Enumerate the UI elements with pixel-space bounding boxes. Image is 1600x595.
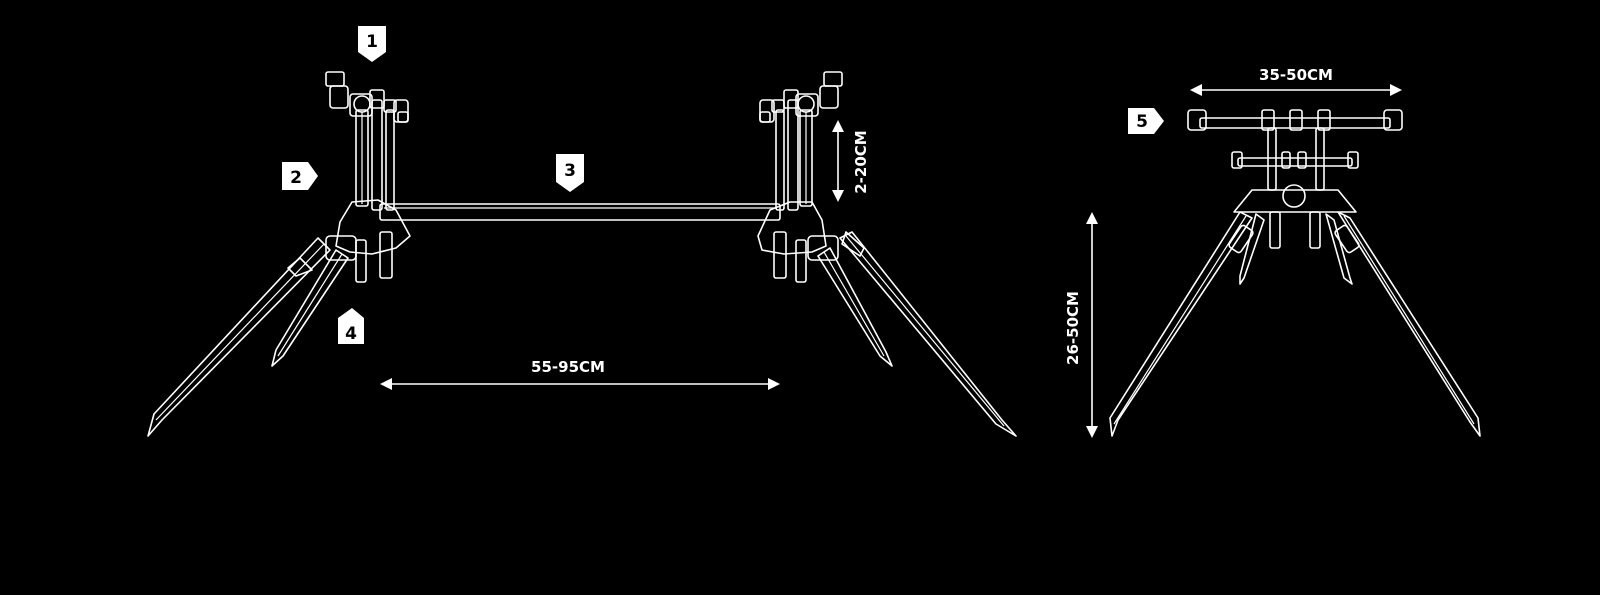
right-rear-leg xyxy=(817,247,893,367)
front-left-leg xyxy=(1109,211,1254,437)
callout-marker-1: 1 xyxy=(358,26,386,62)
dimension-2-20cm: 2-20CM xyxy=(832,120,870,202)
svg-text:5: 5 xyxy=(1136,112,1148,132)
right-front-leg xyxy=(839,231,1017,437)
dimension-55-95cm: 55-95CM xyxy=(380,358,780,390)
callout-marker-4: 4 xyxy=(338,308,364,344)
front-hub xyxy=(1233,184,1357,249)
svg-text:1: 1 xyxy=(366,32,378,52)
dimension-26-50cm: 26-50CM xyxy=(1064,212,1098,438)
right-buzzer-head xyxy=(759,71,843,211)
rod-pod-front-view xyxy=(1109,109,1481,437)
front-right-leg xyxy=(1334,211,1481,437)
center-bar xyxy=(379,203,781,221)
callout-marker-3: 3 xyxy=(556,154,584,192)
front-right-inner-leg xyxy=(1325,213,1353,285)
left-buzzer-head xyxy=(325,71,409,211)
left-front-leg xyxy=(147,237,331,437)
svg-text:35-50CM: 35-50CM xyxy=(1259,66,1333,84)
top-buzzer-bar xyxy=(1187,109,1403,191)
left-rear-leg xyxy=(271,249,349,367)
lower-buzzer-bar xyxy=(1231,151,1359,169)
dimension-35-50cm: 35-50CM xyxy=(1190,66,1402,96)
svg-text:55-95CM: 55-95CM xyxy=(531,358,605,376)
svg-text:26-50CM: 26-50CM xyxy=(1064,291,1082,365)
callout-marker-2: 2 xyxy=(282,162,318,190)
left-hub xyxy=(325,199,411,283)
right-hub xyxy=(757,201,839,283)
svg-text:2: 2 xyxy=(290,168,302,188)
svg-text:2-20CM: 2-20CM xyxy=(852,130,870,193)
rod-pod-side-view xyxy=(147,71,1017,437)
svg-text:4: 4 xyxy=(345,324,357,344)
svg-text:3: 3 xyxy=(564,161,576,181)
front-left-inner-leg xyxy=(1239,213,1265,285)
callout-marker-5: 5 xyxy=(1128,108,1164,134)
